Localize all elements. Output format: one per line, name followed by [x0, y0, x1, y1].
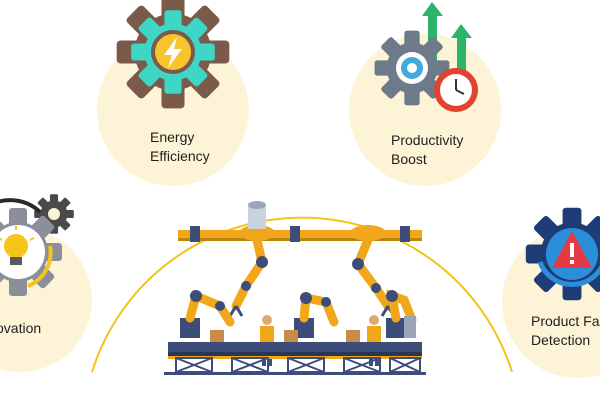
- productivity-boost-label: Productivity Boost: [391, 131, 463, 169]
- innovation-label: ovation: [0, 319, 41, 338]
- energy-efficiency-line2: Efficiency: [150, 148, 210, 164]
- fault-detection-line2: Detection: [531, 332, 591, 348]
- lightning-gear-icon: [164, 37, 182, 68]
- fault-detection-label: Product Fa Detection: [531, 312, 599, 350]
- factory-scene: [164, 201, 426, 375]
- energy-efficiency-line1: Energy: [150, 129, 195, 145]
- innovation-circle: [0, 194, 92, 372]
- fault-detection-circle: [502, 207, 600, 378]
- fault-detection-line1: Product Fa: [531, 313, 600, 329]
- dome-arc: [91, 216, 513, 373]
- productivity-boost-line1: Productivity: [391, 132, 464, 148]
- productivity-boost-circle: [349, 2, 501, 186]
- productivity-boost-line2: Boost: [391, 151, 427, 167]
- innovation-line1: ovation: [0, 320, 42, 336]
- lightbulb-gear-icon: [4, 234, 28, 258]
- energy-efficiency-label: Energy Efficiency: [150, 128, 210, 166]
- energy-efficiency-circle: [97, 0, 249, 186]
